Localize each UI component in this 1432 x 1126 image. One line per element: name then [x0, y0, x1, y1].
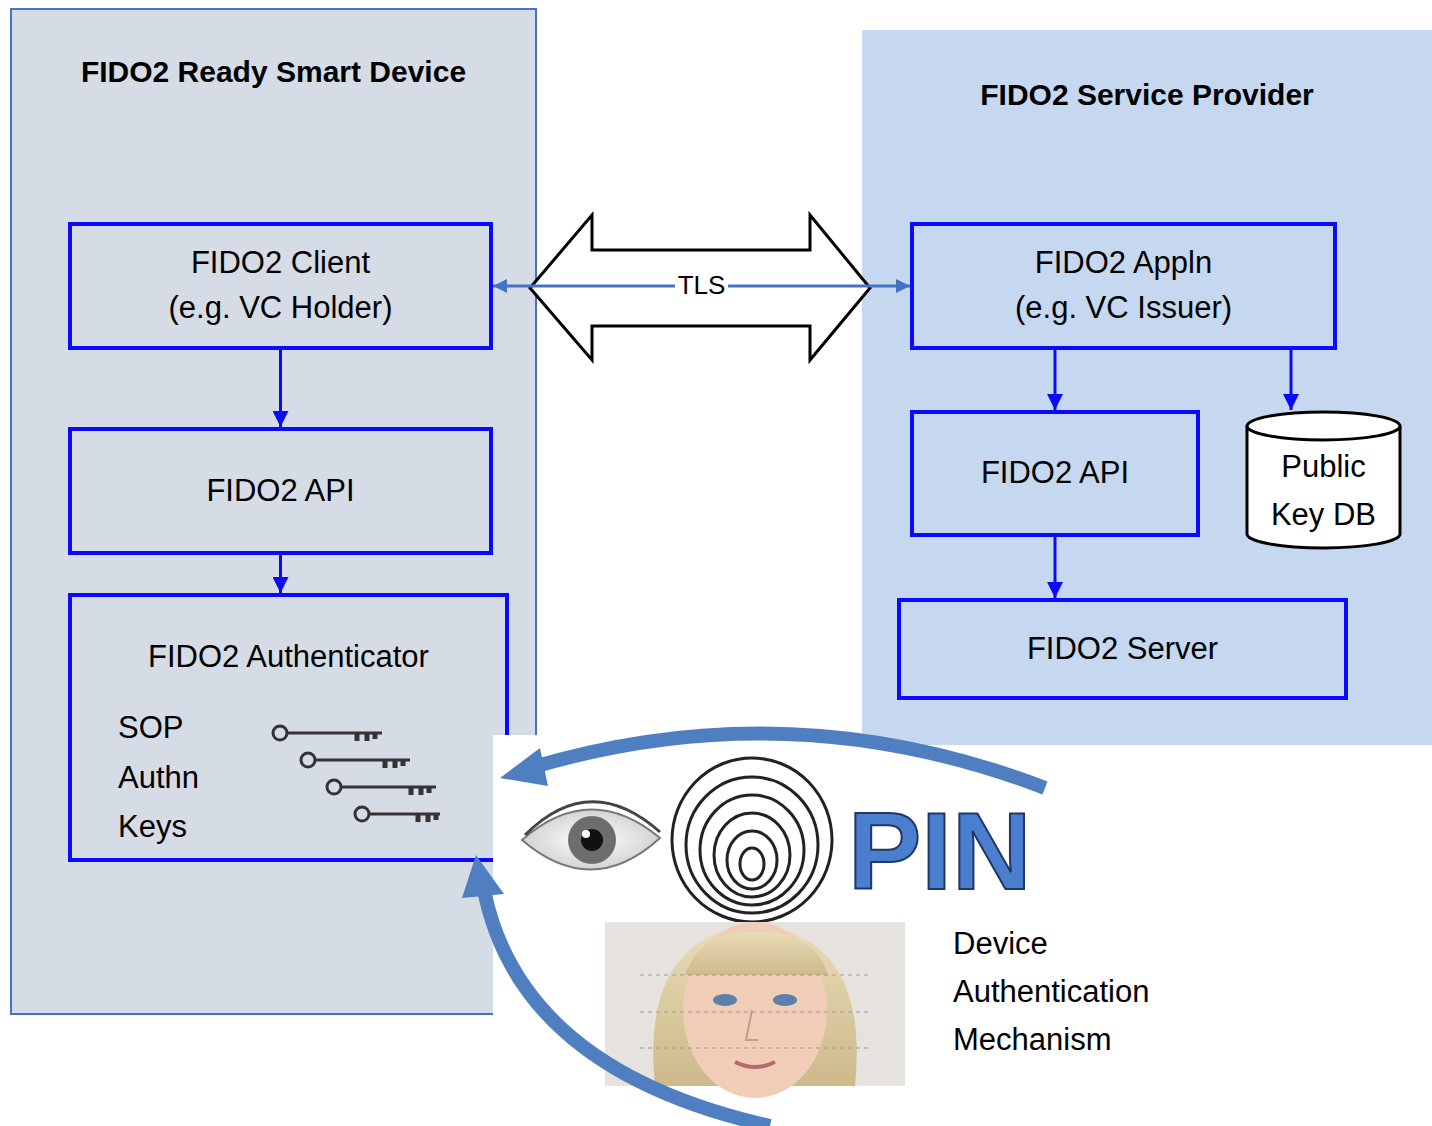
connector-arrow	[1054, 350, 1057, 410]
provider-panel: FIDO2 Service ProviderFIDO2 Appln(e.g. V…	[862, 30, 1432, 745]
box-label: FIDO2 API	[206, 469, 354, 514]
database-cylinder: Public Key DB	[1245, 410, 1402, 550]
box-label: (e.g. VC Issuer)	[1015, 286, 1232, 331]
eye-picture	[522, 802, 660, 870]
connector-arrow	[1290, 350, 1293, 410]
box-title: FIDO2 Authenticator	[72, 635, 505, 680]
box-label: FIDO2 Server	[1027, 627, 1218, 672]
connector-arrow	[1054, 537, 1057, 598]
process-box: FIDO2 API	[68, 427, 493, 555]
process-box: FIDO2 Server	[897, 598, 1348, 700]
connector-arrow	[279, 555, 282, 593]
device-panel: FIDO2 Ready Smart DeviceFIDO2 Client(e.g…	[10, 8, 537, 1015]
process-box: FIDO2 Client(e.g. VC Holder)	[68, 222, 493, 350]
box-note: SOP Authn Keys	[118, 703, 218, 852]
panel-heading: FIDO2 Ready Smart Device	[12, 55, 535, 89]
mechanism-caption: Device Authentication Mechanism	[953, 920, 1203, 1064]
box-label: FIDO2 Client	[191, 241, 370, 286]
face-picture	[605, 922, 905, 1098]
box-label: (e.g. VC Holder)	[169, 286, 393, 331]
box-label: FIDO2 API	[981, 451, 1129, 496]
fingerprint-picture	[672, 758, 832, 922]
panel-heading: FIDO2 Service Provider	[862, 78, 1432, 112]
authenticator-box: FIDO2 AuthenticatorSOP Authn Keys	[68, 593, 509, 862]
box-label: Public Key DB	[1263, 443, 1385, 539]
box-label: FIDO2 Appln	[1035, 241, 1212, 286]
key-icons	[273, 726, 440, 822]
pin-label: PIN	[848, 790, 1031, 911]
process-box: FIDO2 API	[910, 410, 1200, 537]
process-box: FIDO2 Appln(e.g. VC Issuer)	[910, 222, 1337, 350]
connector-arrow	[279, 350, 282, 427]
edge-label: TLS	[675, 270, 729, 301]
